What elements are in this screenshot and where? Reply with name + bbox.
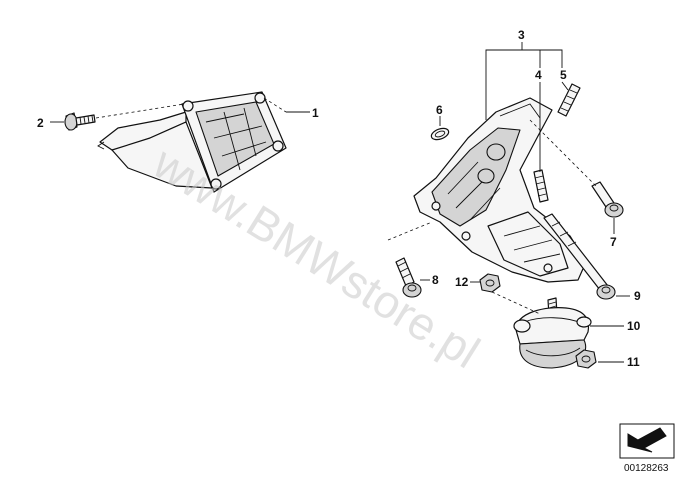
part-4-stud [533, 169, 549, 203]
callout-11: 11 [627, 355, 640, 369]
part-7-bolt [591, 181, 624, 218]
part-11-nut [575, 349, 597, 369]
callout-2: 2 [37, 116, 44, 130]
leader-lines [50, 42, 630, 363]
callout-3: 3 [518, 28, 525, 42]
part-8-bolt [395, 257, 422, 298]
callout-9: 9 [634, 289, 641, 303]
part-10-engine-mount [513, 297, 592, 369]
direction-arrow-icon [619, 423, 675, 459]
callout-10: 10 [627, 319, 641, 333]
callout-6: 6 [436, 103, 443, 117]
callout-4: 4 [535, 68, 542, 82]
part-1-bracket [97, 91, 287, 193]
callout-7: 7 [610, 235, 617, 249]
part-3-engine-bracket [413, 97, 587, 283]
reference-number: 00128263 [624, 463, 669, 474]
callout-8: 8 [432, 273, 439, 287]
callout-1: 1 [312, 106, 319, 120]
part-2-bolt [64, 112, 96, 131]
watermark: www.BMWstore.pl [144, 136, 489, 378]
part-9-long-bolt [543, 213, 616, 300]
part-12-nut [479, 273, 501, 293]
callout-12: 12 [455, 275, 469, 289]
part-6-ring [430, 127, 450, 141]
part-5-stud [557, 83, 581, 117]
callout-numbers: 1 2 3 4 5 6 7 8 9 10 11 12 [37, 28, 641, 369]
callout-5: 5 [560, 68, 567, 82]
